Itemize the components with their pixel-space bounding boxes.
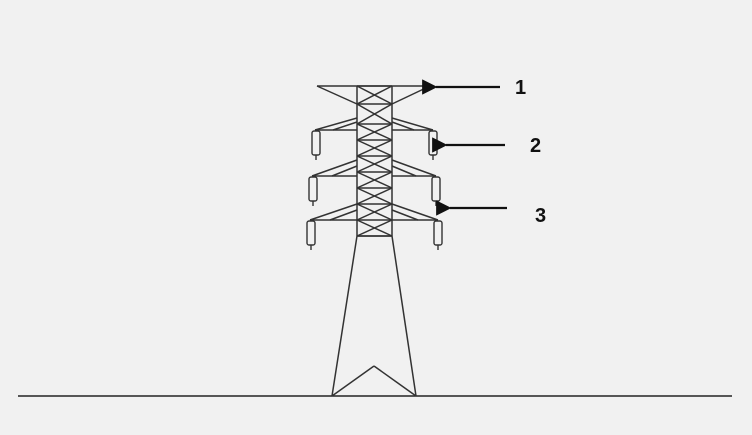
tower-mast	[356, 85, 393, 237]
callout-label-1: 1	[515, 77, 526, 99]
cross-arm-middle	[311, 159, 437, 177]
cross-arm-lower	[309, 203, 439, 221]
insulator-left-top	[311, 130, 321, 156]
transmission-tower	[309, 85, 439, 397]
tower-legs	[331, 235, 417, 397]
insulators	[306, 130, 443, 250]
insulator-right-top	[428, 130, 438, 156]
insulator-left-middle	[308, 176, 318, 202]
insulator-right-middle	[431, 176, 441, 202]
callout-label-3: 3	[535, 205, 546, 227]
insulator-left-bottom	[306, 220, 316, 246]
insulator-right-bottom	[433, 220, 443, 246]
callout-label-2: 2	[530, 135, 541, 157]
cross-arm-upper	[314, 117, 434, 131]
callout-arrows	[422, 79, 507, 216]
